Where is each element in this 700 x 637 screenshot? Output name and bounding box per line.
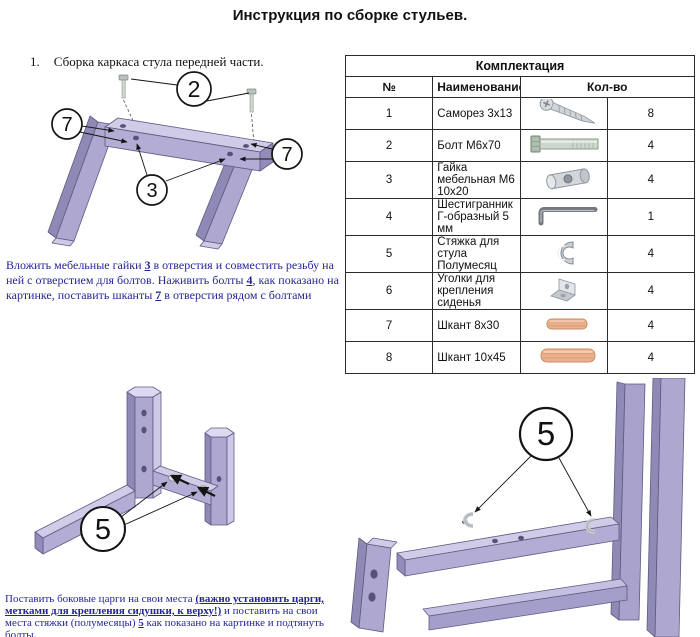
part-number: 7 [344, 309, 434, 342]
table-row: 3 Гайка мебельная М6 10х20 4 [344, 161, 696, 199]
part-number: 8 [344, 341, 434, 374]
part-icon-cell [519, 309, 608, 342]
part-icon-cell [519, 272, 608, 310]
col-header-num: № [344, 76, 434, 98]
screw-icon [539, 98, 595, 124]
chair-front-frame [47, 115, 274, 250]
table-row: 1 Саморез 3х13 8 [344, 97, 696, 130]
part-ref-5: 5 [138, 616, 144, 629]
text-segment: и поставить на свои места стяжки (полуме… [5, 604, 318, 629]
side-frame-parts [34, 386, 235, 555]
callout-nut-3: 3 [136, 143, 226, 206]
page-title: Инструкция по сборке стульев. [232, 7, 468, 24]
text-segment: Поставить боковые царги на свои места [5, 593, 196, 605]
callout-number: 7 [281, 144, 292, 166]
side-frame-diagram-right: 5 [350, 378, 686, 637]
part-name: Уголки для крепления сиденья [432, 272, 521, 310]
text-segment: , как показано на картинке, поставить шк… [6, 273, 339, 303]
part-icon-cell [519, 341, 608, 374]
part-number: 5 [344, 235, 434, 273]
table-row: 6 Уголки для крепления сиденья 4 [344, 272, 696, 310]
part-icon-cell [519, 198, 608, 236]
text-segment: Вложить мебельные гайки [6, 258, 145, 272]
col-header-name: Наименование [432, 76, 521, 98]
step2-instructions: Поставить боковые царги на свои места (в… [5, 593, 341, 637]
text-segment: как показано на картинке и подтянуть бол… [5, 616, 324, 637]
part-number: 3 [344, 161, 434, 199]
part-name: Шкант 10х45 [432, 341, 521, 374]
frame-parts [350, 378, 686, 637]
table-row: 2 Болт М6х70 4 [344, 129, 696, 162]
part-qty: 4 [606, 161, 696, 199]
bolt-icon [530, 135, 598, 153]
callout-number: 7 [61, 114, 72, 136]
table-row: 7 Шкант 8х30 4 [344, 309, 696, 342]
part-name: Болт М6х70 [432, 129, 521, 162]
important-note: (важно установить царги, метками для кре… [5, 593, 324, 617]
holes-and-bolts [368, 519, 524, 602]
step1-heading-text: Сборка каркаса стула передней части. [53, 54, 264, 69]
table-row: 8 Шкант 10х45 4 [344, 341, 696, 374]
step1-number: 1. [30, 54, 40, 69]
part-ref-7: 7 [155, 288, 162, 303]
front-frame-diagram: 2 7 3 7 [47, 71, 303, 250]
text-segment: в отверстия и совместить резьбу на ней с… [6, 258, 334, 288]
part-qty: 4 [606, 341, 696, 374]
part-name: Гайка мебельная М6 10х20 [432, 161, 521, 199]
col-header-qty: Кол-во [519, 76, 695, 98]
text-segment: в отверстия рядом с болтами [161, 288, 312, 303]
hex-key-icon [538, 206, 597, 225]
part-qty: 4 [606, 129, 696, 162]
callout-dowel-7-right: 7 [239, 138, 303, 170]
half-moon-brackets [463, 512, 596, 534]
part-icon-cell [519, 161, 608, 199]
dowel-icon [546, 318, 587, 330]
callout-bracket-5-left: 5 [80, 481, 198, 552]
frame-holes [120, 124, 249, 157]
post-holes [82, 409, 222, 523]
callout-bolt-2: 2 [130, 71, 250, 107]
dowel-icon [540, 348, 595, 363]
step1-instructions: Вложить мебельные гайки 3 в отверстия и … [6, 258, 346, 303]
callout-bracket-5-right: 5 [474, 406, 592, 517]
callout-number: 2 [188, 76, 201, 102]
part-qty: 1 [606, 198, 696, 236]
callout-number: 5 [95, 514, 111, 546]
part-ref-3: 3 [144, 258, 151, 272]
step1-heading: 1. Сборка каркаса стула передней части. [30, 54, 264, 70]
part-icon-cell [519, 97, 608, 130]
part-name: Шкант 8х30 [432, 309, 521, 342]
part-name: Шестигранник Г-образный 5 мм [432, 198, 521, 236]
part-qty: 4 [606, 309, 696, 342]
part-icon-cell [519, 129, 608, 162]
part-number: 2 [344, 129, 434, 162]
part-qty: 4 [606, 272, 696, 310]
part-ref-4: 4 [246, 273, 253, 288]
part-name: Стяжка для стула Полумесяц [432, 235, 521, 273]
callout-number: 3 [146, 180, 157, 202]
part-icon-cell [519, 235, 608, 273]
table-row: 4 Шестигранник Г-образный 5 мм 1 [344, 198, 696, 236]
attention-arrows [170, 474, 216, 497]
part-name: Саморез 3х13 [432, 97, 521, 130]
parts-table: Комплектация № Наименование Кол-во 1 Сам… [344, 55, 696, 374]
callout-dowel-7-left: 7 [51, 108, 128, 144]
table-row: 5 Стяжка для стула Полумесяц 4 [344, 235, 696, 273]
part-qty: 8 [606, 97, 696, 130]
callout-number: 5 [537, 415, 555, 452]
part-number: 4 [344, 198, 434, 236]
part-number: 6 [344, 272, 434, 310]
part-number: 1 [344, 97, 434, 130]
table-title-row: Комплектация [345, 55, 695, 77]
side-frame-diagram-left: 5 [34, 386, 235, 555]
part-qty: 4 [606, 235, 696, 273]
parts-table-title: Комплектация [345, 55, 695, 77]
loose-bolts [118, 74, 257, 145]
barrel-nut-icon [545, 167, 590, 189]
table-header-row: № Наименование Кол-во [344, 76, 695, 98]
corner-bracket-icon [549, 277, 576, 301]
half-moon-bracket-icon [556, 240, 573, 265]
